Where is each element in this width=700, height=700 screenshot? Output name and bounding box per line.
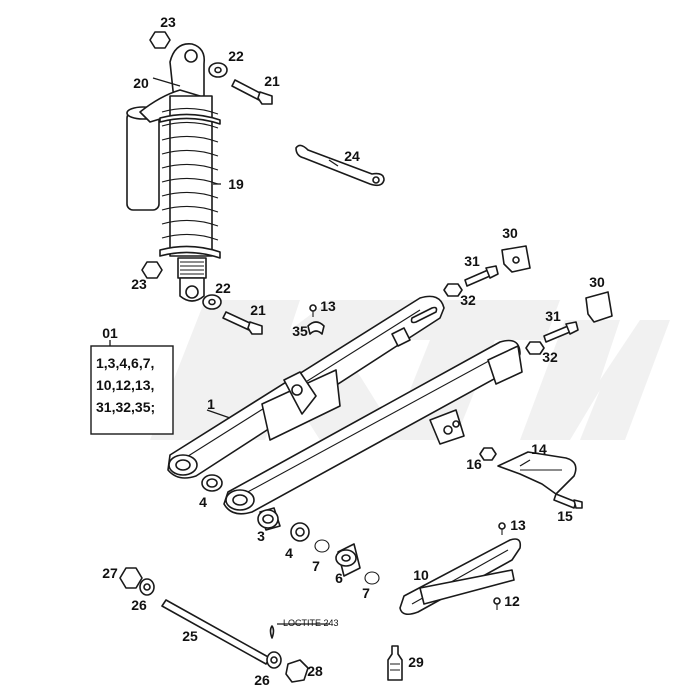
callout-26-right: 26 xyxy=(254,672,270,688)
clip-35 xyxy=(307,321,325,335)
pivot-shaft-25 xyxy=(161,599,271,665)
nut-16 xyxy=(479,447,497,461)
bolt-21-bottom xyxy=(222,311,263,335)
chain-slider-30-upper xyxy=(501,245,531,273)
callout-30-lower: 30 xyxy=(589,274,605,290)
bearing-4-left xyxy=(201,474,223,492)
callout-28: 28 xyxy=(307,663,323,679)
nut-32-lower xyxy=(525,341,545,355)
hook-wrench-24 xyxy=(295,144,385,187)
callout-31-lower: 31 xyxy=(545,308,561,324)
callout-19: 19 xyxy=(228,176,244,192)
callout-7-left: 7 xyxy=(312,558,320,574)
chain-guide-14 xyxy=(497,451,577,495)
callout-23-top: 23 xyxy=(160,14,176,30)
bushing-6 xyxy=(335,543,361,577)
callout-30-upper: 30 xyxy=(502,225,518,241)
callout-20: 20 xyxy=(133,75,149,91)
screw-13-lower xyxy=(498,522,506,535)
threadlocker-bottle-29 xyxy=(387,645,403,681)
callout-32-lower: 32 xyxy=(542,349,558,365)
kit-line-1: 1,3,4,6,7, xyxy=(96,355,154,371)
callout-10: 10 xyxy=(413,567,429,583)
callout-29: 29 xyxy=(408,654,424,670)
bearing-4-right xyxy=(290,522,310,542)
washer-22-bottom xyxy=(202,294,222,310)
washer-26-right xyxy=(266,651,282,669)
nut-23-bottom xyxy=(141,261,163,279)
o-ring-7-left xyxy=(314,539,330,553)
bolt-21-top xyxy=(231,79,273,105)
callout-13-lower: 13 xyxy=(510,517,526,533)
callout-6: 6 xyxy=(335,570,343,586)
callout-27: 27 xyxy=(102,565,118,581)
kit-legend: 01 1,3,4,6,7, 10,12,13, 31,32,35; xyxy=(90,325,174,435)
callout-23-bottom: 23 xyxy=(131,276,147,292)
callout-21-bottom: 21 xyxy=(250,302,266,318)
chain-slider-30-lower xyxy=(585,291,613,323)
callout-14: 14 xyxy=(531,441,547,457)
chain-slider-10 xyxy=(399,538,522,616)
callout-25: 25 xyxy=(182,628,198,644)
bolt-31-upper xyxy=(464,265,499,287)
callout-16: 16 xyxy=(466,456,482,472)
callout-12: 12 xyxy=(504,593,520,609)
callout-4-right: 4 xyxy=(285,545,293,561)
callout-1: 1 xyxy=(207,396,215,412)
callout-13-upper: 13 xyxy=(320,298,336,314)
kit-line-3: 31,32,35; xyxy=(96,399,155,415)
nut-32-upper xyxy=(443,283,463,297)
kit-line-2: 10,12,13, xyxy=(96,377,154,393)
callout-22-top: 22 xyxy=(228,48,244,64)
swing-arm xyxy=(167,295,523,515)
bolt-15 xyxy=(553,493,583,509)
callout-15: 15 xyxy=(557,508,573,524)
screw-12 xyxy=(493,597,501,610)
shock-absorber xyxy=(126,43,221,302)
nut-28 xyxy=(285,659,309,683)
callout-3: 3 xyxy=(257,528,265,544)
callout-31-upper: 31 xyxy=(464,253,480,269)
callout-32-upper: 32 xyxy=(460,292,476,308)
callout-24: 24 xyxy=(344,148,360,164)
callout-4-left: 4 xyxy=(199,494,207,510)
bolt-31-lower xyxy=(543,321,579,343)
callout-7-right: 7 xyxy=(362,585,370,601)
loctite-annotation: LOCTITE 243 xyxy=(283,618,339,628)
leader-lines xyxy=(152,77,531,625)
kit-label: 01 xyxy=(102,325,118,341)
callout-numbers: 23 22 21 20 19 24 23 22 21 13 35 30 31 3… xyxy=(102,14,605,688)
nut-27 xyxy=(119,567,143,589)
callout-21-top: 21 xyxy=(264,73,280,89)
washer-26-left xyxy=(139,578,155,596)
screw-13-upper xyxy=(309,304,317,317)
callout-26-left: 26 xyxy=(131,597,147,613)
threadlocker-drop xyxy=(269,625,275,639)
washer-22-top xyxy=(208,62,228,78)
callout-22-bottom: 22 xyxy=(215,280,231,296)
bearing-3 xyxy=(257,507,281,531)
nut-23-top xyxy=(149,31,171,49)
o-ring-7-right xyxy=(364,571,380,585)
callout-35: 35 xyxy=(292,323,308,339)
